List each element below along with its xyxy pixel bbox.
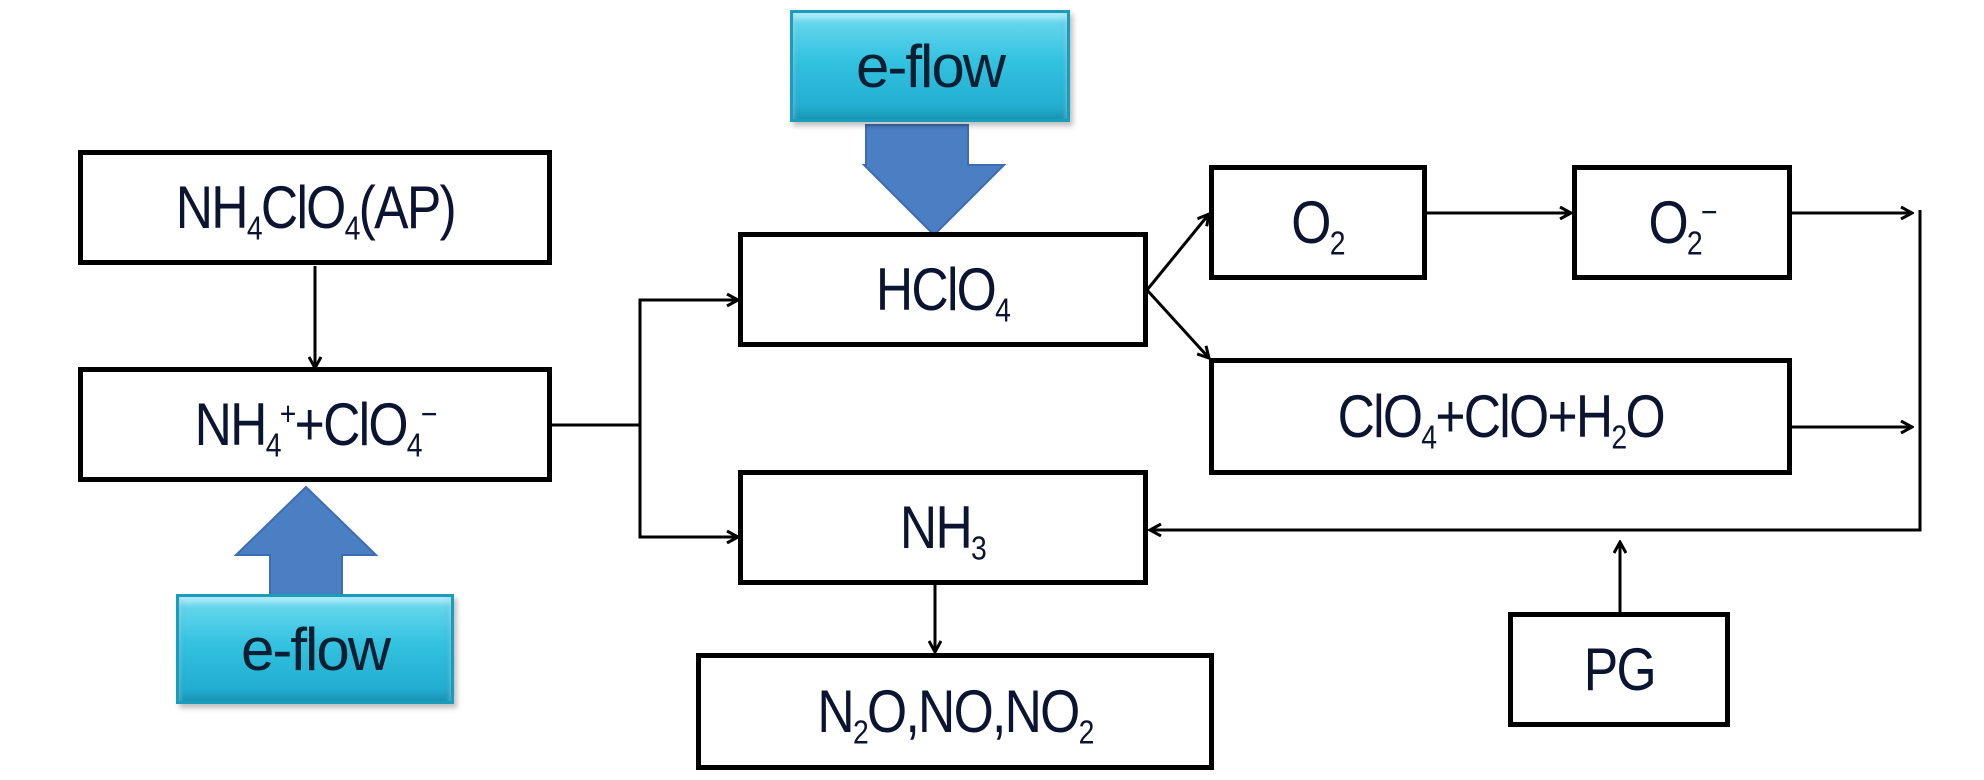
nox-sub-2: 2 xyxy=(1078,713,1095,751)
products-text-2: +ClO+H xyxy=(1435,383,1613,450)
ap-text-2: ClO xyxy=(260,174,346,241)
node-ions: NH4++ClO4− xyxy=(78,367,552,482)
hclo4-text: HClO xyxy=(876,256,997,323)
products-sub-1: 4 xyxy=(1421,418,1437,456)
eflow-top-box: e-flow xyxy=(790,10,1070,122)
eflow-bottom-box: e-flow xyxy=(176,594,454,704)
ions-sub-1: 4 xyxy=(265,426,282,464)
ions-text-2: +ClO xyxy=(294,391,408,458)
node-nitrogen-oxides: N2O,NO,NO2 xyxy=(696,653,1214,770)
arrow-hclo4-to-products xyxy=(1145,288,1209,358)
block-arrow-up xyxy=(233,485,379,598)
o2-sub: 2 xyxy=(1330,224,1346,262)
o2minus-sup: − xyxy=(1700,193,1718,231)
ap-text-1: NH xyxy=(175,174,248,241)
node-ammonia: NH3 xyxy=(738,470,1148,585)
nh3-sub: 3 xyxy=(971,529,988,567)
o2-text: O xyxy=(1291,189,1332,256)
products-text-3: O xyxy=(1625,383,1665,450)
nh3-text: NH xyxy=(900,494,973,561)
node-superoxide: O2− xyxy=(1572,165,1792,280)
node-pg: PG xyxy=(1508,612,1730,727)
node-decomposition-products: ClO4+ClO+H2O xyxy=(1209,358,1792,475)
ions-text-1: NH xyxy=(194,391,267,458)
arrow-feedback-to-nh3 xyxy=(1150,210,1922,530)
nox-text-1: N xyxy=(817,678,854,745)
eflow-top-label: e-flow xyxy=(855,32,1006,100)
arrow-split-to-hclo4 xyxy=(638,300,738,537)
hclo4-sub: 4 xyxy=(995,291,1012,329)
arrow-hclo4-to-o2 xyxy=(1145,214,1209,291)
o2minus-text: O xyxy=(1648,189,1688,256)
ap-sub-2: 4 xyxy=(344,209,360,247)
o2minus-sub: 2 xyxy=(1686,224,1703,262)
products-text-1: ClO xyxy=(1337,383,1422,450)
ap-sub-1: 4 xyxy=(246,209,262,247)
eflow-bottom-label: e-flow xyxy=(240,615,391,683)
node-oxygen: O2 xyxy=(1209,165,1427,280)
nox-sub-1: 2 xyxy=(852,713,869,751)
ap-text-3: (AP) xyxy=(358,174,456,241)
ions-sup-2: − xyxy=(420,395,438,433)
ions-sub-2: 4 xyxy=(406,426,423,464)
nox-text-2: O,NO,NO xyxy=(866,678,1080,745)
ions-sup-1: + xyxy=(279,395,297,433)
node-perchloric-acid: HClO4 xyxy=(738,232,1148,347)
node-ammonium-perchlorate: NH4ClO4(AP) xyxy=(78,150,552,265)
arrow-split-to-nh3 xyxy=(638,425,738,537)
pg-text: PG xyxy=(1583,636,1656,703)
products-sub-2: 2 xyxy=(1611,418,1627,456)
block-arrow-down xyxy=(861,124,1007,237)
